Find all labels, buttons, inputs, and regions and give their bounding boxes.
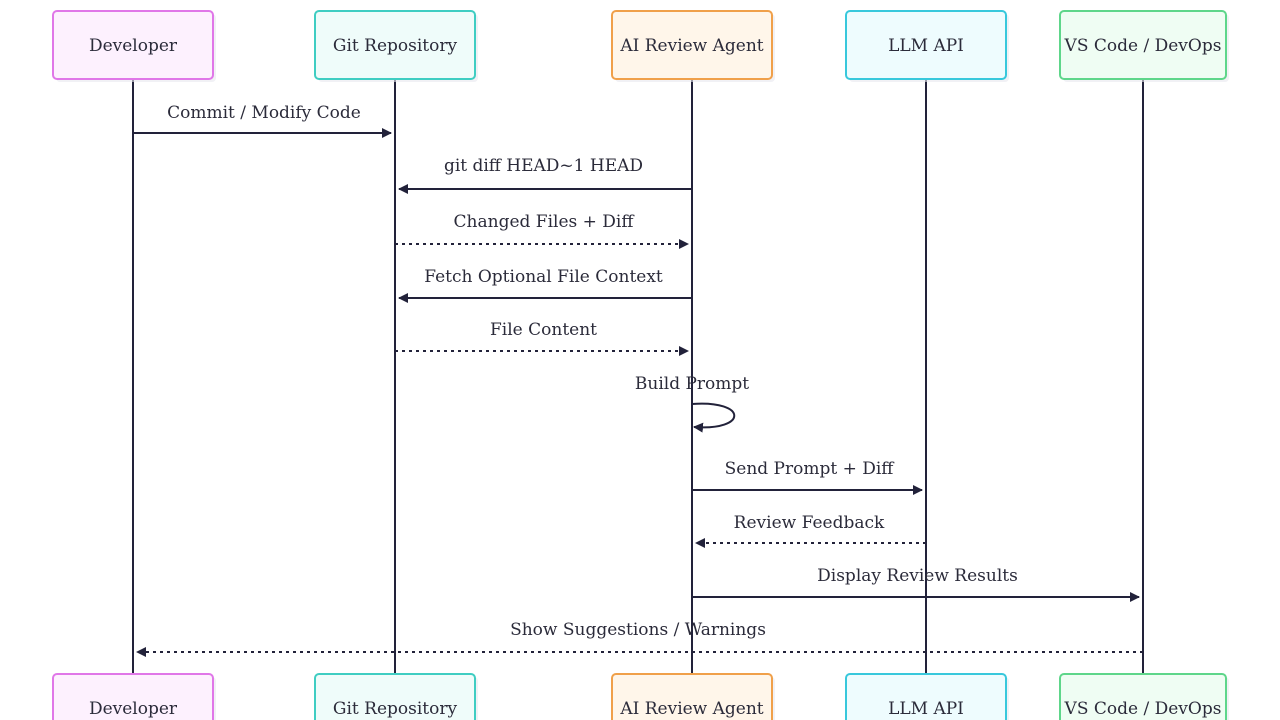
- participant-label: Git Repository: [333, 699, 458, 719]
- participant-box: [52, 673, 214, 720]
- participant-vscode-top[interactable]: VS Code / DevOps: [1059, 10, 1229, 82]
- message-9: Display Review Results: [692, 566, 1140, 602]
- message-label: Review Feedback: [734, 513, 885, 533]
- participant-label: LLM API: [888, 36, 964, 56]
- message-label: Display Review Results: [817, 566, 1018, 586]
- participant-label: Developer: [89, 699, 178, 719]
- message-label: Changed Files + Diff: [454, 212, 636, 232]
- participant-label: VS Code / DevOps: [1064, 699, 1222, 719]
- participant-box: [314, 673, 476, 720]
- message-4: Fetch Optional File Context: [398, 267, 692, 303]
- message-label: Show Suggestions / Warnings: [510, 620, 766, 640]
- participant-developer-bottom[interactable]: Developer: [52, 673, 216, 720]
- participant-box: [1059, 673, 1227, 720]
- participant-git-top[interactable]: Git Repository: [314, 10, 478, 82]
- participant-llm-top[interactable]: LLM API: [845, 10, 1009, 82]
- participant-label: Git Repository: [333, 36, 458, 56]
- participant-box: [845, 10, 1007, 80]
- participant-box: [611, 673, 773, 720]
- message-label: git diff HEAD~1 HEAD: [444, 156, 643, 176]
- message-8: Review Feedback: [695, 513, 926, 548]
- participant-label: LLM API: [888, 699, 964, 719]
- participant-llm-bottom[interactable]: LLM API: [845, 673, 1009, 720]
- participant-git-bottom[interactable]: Git Repository: [314, 673, 478, 720]
- message-label: Commit / Modify Code: [167, 103, 361, 123]
- participant-box: [611, 10, 773, 80]
- message-6: Build Prompt: [635, 374, 749, 433]
- message-10: Show Suggestions / Warnings: [136, 620, 1143, 657]
- message-label: File Content: [490, 320, 597, 340]
- message-label: Build Prompt: [635, 374, 749, 394]
- participant-developer-top[interactable]: Developer: [52, 10, 216, 82]
- participant-box: [314, 10, 476, 80]
- participant-label: Developer: [89, 36, 178, 56]
- message-label: Fetch Optional File Context: [424, 267, 663, 287]
- message-1: Commit / Modify Code: [133, 103, 392, 138]
- message-label: Send Prompt + Diff: [725, 459, 896, 479]
- participant-label: AI Review Agent: [619, 699, 763, 719]
- self-message-arrow: [691, 402, 736, 433]
- participant-agent-top[interactable]: AI Review Agent: [611, 10, 775, 82]
- message-5: File Content: [395, 320, 689, 356]
- participant-agent-bottom[interactable]: AI Review Agent: [611, 673, 775, 720]
- lifelines: [132, 79, 1144, 674]
- participant-label: AI Review Agent: [619, 36, 763, 56]
- message-3: Changed Files + Diff: [395, 212, 689, 249]
- participant-label: VS Code / DevOps: [1064, 36, 1222, 56]
- participant-box: [845, 673, 1007, 720]
- message-2: git diff HEAD~1 HEAD: [398, 156, 692, 194]
- participant-box: [1059, 10, 1227, 80]
- messages: Commit / Modify Code git diff HEAD~1 HEAD…: [133, 103, 1143, 657]
- participant-box: [52, 10, 214, 80]
- participant-vscode-bottom[interactable]: VS Code / DevOps: [1059, 673, 1229, 720]
- message-7: Send Prompt + Diff: [692, 459, 923, 495]
